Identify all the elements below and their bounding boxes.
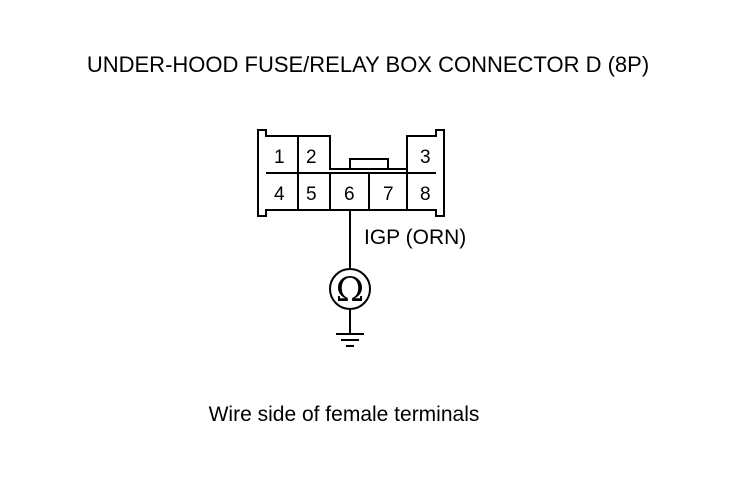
connector-lock-tab	[349, 158, 389, 170]
diagram-title: UNDER-HOOD FUSE/RELAY BOX CONNECTOR D (8…	[87, 52, 649, 77]
diagram-caption: Wire side of female terminals	[209, 403, 480, 426]
pin-2-label: 2	[306, 147, 317, 168]
wire-label: IGP (ORN)	[364, 226, 466, 249]
pin-4-label: 4	[274, 184, 285, 205]
pin-5-label: 5	[306, 184, 317, 205]
pin-6-label: 6	[344, 184, 355, 205]
ohmmeter-icon: Ω	[329, 268, 371, 310]
pin-3-label: 3	[420, 147, 431, 168]
ground-icon	[336, 333, 364, 347]
ohm-symbol: Ω	[336, 270, 364, 310]
connector-housing	[257, 129, 445, 217]
pin-8-label: 8	[420, 184, 431, 205]
pin-1-label: 1	[274, 147, 285, 168]
pin-7-label: 7	[383, 184, 394, 205]
